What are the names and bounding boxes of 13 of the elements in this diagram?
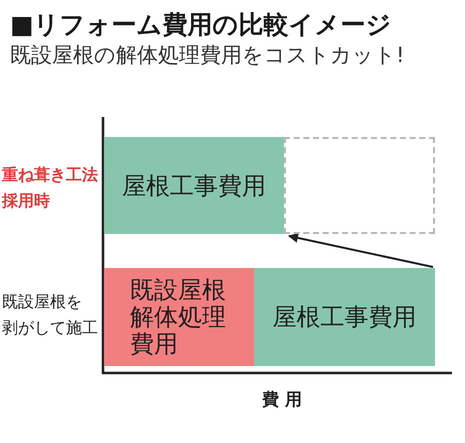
- bar-label: 屋根工事費用: [272, 302, 416, 333]
- row-label: 重ね葺き工法採用時: [2, 164, 99, 212]
- bar-label: 屋根工事費用: [122, 170, 266, 202]
- cost-bar: [104, 137, 284, 234]
- cost-bar: [254, 268, 435, 366]
- bar-label: 既設屋根解体処理費用: [130, 276, 227, 358]
- row-label: 既設屋根を剥がして施工: [2, 291, 99, 339]
- dashed-outline-box: [284, 137, 435, 234]
- cost-bar: [104, 268, 254, 366]
- axis-label: 費 用: [262, 389, 302, 412]
- title: ■リフォーム費用の比較イメージ: [10, 9, 392, 41]
- subtitle: 既設屋根の解体処理費用をコストカット!: [10, 42, 404, 69]
- arrow: [288, 233, 434, 268]
